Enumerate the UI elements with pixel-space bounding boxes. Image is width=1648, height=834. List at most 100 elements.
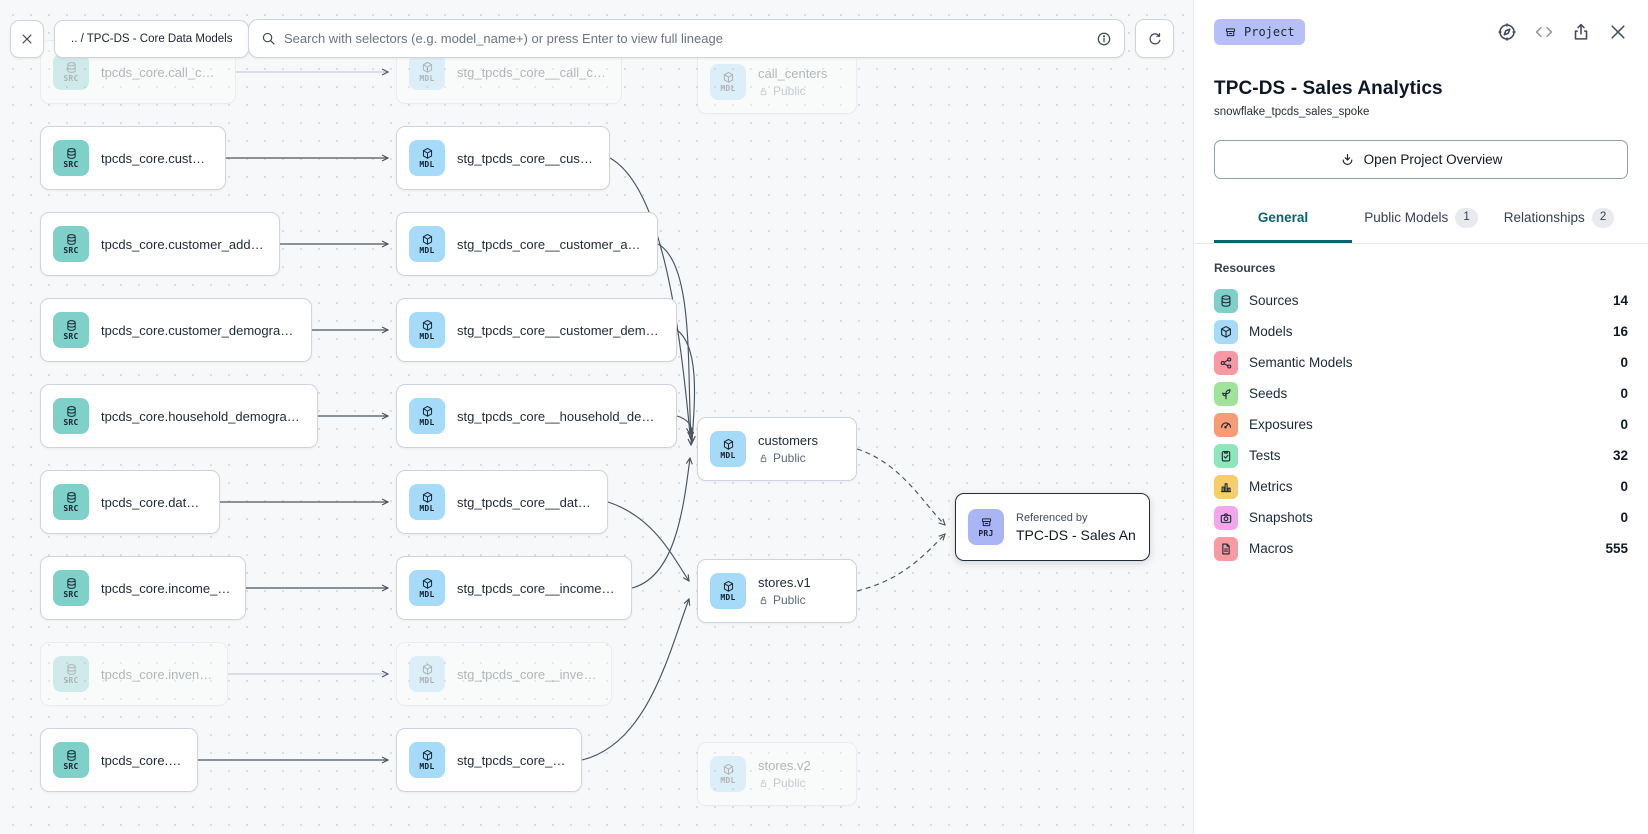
open-project-overview-button[interactable]: Open Project Overview bbox=[1214, 140, 1628, 179]
breadcrumb[interactable]: .. / TPC-DS - Core Data Models bbox=[54, 20, 250, 58]
source-icon: SRC bbox=[53, 312, 89, 348]
resource-row-seeds[interactable]: Seeds 0 bbox=[1214, 381, 1628, 406]
project-icon bbox=[1225, 27, 1236, 36]
resource-row-exposures[interactable]: Exposures 0 bbox=[1214, 412, 1628, 437]
tab-general[interactable]: General bbox=[1214, 199, 1352, 243]
node-pub-stores-v2[interactable]: MDL stores.v2 Public bbox=[697, 742, 857, 806]
info-icon[interactable] bbox=[1096, 31, 1112, 47]
project-details-panel: Project TPC-DS - Sales Analytics snowfla… bbox=[1193, 0, 1648, 834]
node-mdl-customer-demographics[interactable]: MDL stg_tpcds_core__customer_demogra… bbox=[396, 298, 677, 362]
resource-row-metrics[interactable]: Metrics 0 bbox=[1214, 474, 1628, 499]
source-icon: SRC bbox=[53, 226, 89, 262]
node-mdl-inventory[interactable]: MDL stg_tpcds_core__inventory bbox=[396, 642, 612, 706]
close-panel-button[interactable] bbox=[1608, 22, 1628, 42]
lock-open-icon bbox=[760, 779, 767, 787]
node-src-customer-address[interactable]: SRC tpcds_core.customer_address bbox=[40, 212, 280, 276]
edge-storesv1-to-project bbox=[856, 534, 945, 592]
model-icon: MDL bbox=[710, 431, 746, 467]
share-button[interactable] bbox=[1571, 22, 1591, 42]
node-mdl-income-band[interactable]: MDL stg_tpcds_core__income_band bbox=[396, 556, 632, 620]
referencing-project-name: TPC-DS - Sales Analytics bbox=[1016, 526, 1135, 543]
view-code-button[interactable] bbox=[1534, 22, 1554, 42]
node-mdl-store[interactable]: MDL stg_tpcds_core__store bbox=[396, 728, 582, 792]
edge-customers-to-project bbox=[856, 448, 945, 525]
referenced-by-label: Referenced by bbox=[1016, 511, 1088, 524]
node-src-household-demographics[interactable]: SRC tpcds_core.household_demographics bbox=[40, 384, 318, 448]
resources-heading: Resources bbox=[1214, 260, 1276, 275]
exposures-icon bbox=[1214, 412, 1238, 437]
lineage-search bbox=[248, 19, 1125, 58]
edge-income-to-customers bbox=[631, 458, 690, 589]
project-title: TPC-DS - Sales Analytics bbox=[1214, 78, 1443, 99]
source-icon: SRC bbox=[53, 570, 89, 606]
semantic-models-icon bbox=[1214, 350, 1238, 375]
model-icon: MDL bbox=[710, 573, 746, 609]
compass-icon bbox=[1498, 23, 1516, 41]
project-subtitle: snowflake_tpcds_sales_spoke bbox=[1214, 106, 1370, 118]
metrics-icon bbox=[1214, 474, 1238, 499]
explore-lineage-button[interactable] bbox=[1497, 22, 1517, 42]
edge-address-to-customers bbox=[657, 243, 691, 438]
visibility-label: Public bbox=[773, 776, 806, 790]
resource-row-snapshots[interactable]: Snapshots 0 bbox=[1214, 505, 1628, 530]
lock-open-icon bbox=[760, 596, 767, 604]
seeds-icon bbox=[1214, 381, 1238, 406]
resources-list: Sources 14 Models 16 Semantic Models 0 S… bbox=[1214, 288, 1628, 561]
node-src-income-band[interactable]: SRC tpcds_core.income_band bbox=[40, 556, 246, 620]
model-icon: MDL bbox=[409, 140, 445, 176]
lineage-canvas[interactable]: SRC tpcds_core.call_center SRC tpcds_cor… bbox=[0, 0, 1193, 834]
node-src-inventory[interactable]: SRC tpcds_core.inventory bbox=[40, 642, 228, 706]
models-icon bbox=[1214, 319, 1238, 344]
lineage-edges bbox=[198, 0, 1193, 834]
node-src-customer[interactable]: SRC tpcds_core.customer bbox=[40, 126, 226, 190]
search-input[interactable] bbox=[284, 31, 1088, 46]
refresh-lineage-button[interactable] bbox=[1135, 19, 1174, 58]
open-overview-icon bbox=[1342, 153, 1352, 165]
visibility-label: Public bbox=[773, 84, 806, 98]
refresh-icon bbox=[1148, 32, 1161, 44]
tests-icon bbox=[1214, 443, 1238, 468]
node-pub-stores-v1[interactable]: MDL stores.v1 Public bbox=[697, 559, 857, 623]
model-icon: MDL bbox=[710, 64, 746, 100]
resource-row-semantic-models[interactable]: Semantic Models 0 bbox=[1214, 350, 1628, 375]
source-icon: SRC bbox=[53, 484, 89, 520]
node-src-customer-demographics[interactable]: SRC tpcds_core.customer_demographics bbox=[40, 298, 312, 362]
node-pub-customers[interactable]: MDL customers Public bbox=[697, 417, 857, 481]
source-icon: SRC bbox=[53, 54, 89, 90]
model-icon: MDL bbox=[409, 484, 445, 520]
search-icon bbox=[262, 32, 275, 45]
edge-customer-to-customers bbox=[609, 157, 690, 434]
node-src-date-dim[interactable]: SRC tpcds_core.date_dim bbox=[40, 470, 220, 534]
node-mdl-customer-address[interactable]: MDL stg_tpcds_core__customer_address bbox=[396, 212, 658, 276]
model-icon: MDL bbox=[409, 570, 445, 606]
macros-icon bbox=[1214, 536, 1238, 561]
visibility-label: Public bbox=[773, 451, 806, 465]
model-icon: MDL bbox=[409, 742, 445, 778]
edge-datedim-to-stores bbox=[607, 501, 689, 581]
model-icon: MDL bbox=[409, 54, 445, 90]
resource-row-models[interactable]: Models 16 bbox=[1214, 319, 1628, 344]
node-referencing-project[interactable]: PRJ Referenced by TPC-DS - Sales Analyti… bbox=[955, 493, 1150, 561]
close-lineage-button[interactable] bbox=[10, 20, 44, 58]
model-icon: MDL bbox=[409, 226, 445, 262]
node-src-store[interactable]: SRC tpcds_core.store bbox=[40, 728, 198, 792]
project-type-badge: Project bbox=[1214, 19, 1305, 45]
edge-household-to-customers bbox=[676, 415, 692, 445]
edge-demog-to-customers bbox=[676, 329, 695, 442]
node-pub-call-centers[interactable]: MDL call_centers Public bbox=[697, 50, 857, 114]
node-mdl-date-dim[interactable]: MDL stg_tpcds_core__date_dim bbox=[396, 470, 608, 534]
node-mdl-customer[interactable]: MDL stg_tpcds_core__customer bbox=[396, 126, 610, 190]
public-models-count-badge: 1 bbox=[1455, 208, 1478, 228]
lock-open-icon bbox=[760, 454, 767, 462]
close-icon bbox=[1611, 25, 1625, 39]
resource-row-tests[interactable]: Tests 32 bbox=[1214, 443, 1628, 468]
node-mdl-household-demographics[interactable]: MDL stg_tpcds_core__household_demogr… bbox=[396, 384, 677, 448]
code-icon bbox=[1535, 26, 1553, 38]
project-icon: PRJ bbox=[968, 509, 1004, 545]
source-icon: SRC bbox=[53, 140, 89, 176]
resource-row-macros[interactable]: Macros 555 bbox=[1214, 536, 1628, 561]
resource-row-sources[interactable]: Sources 14 bbox=[1214, 288, 1628, 313]
